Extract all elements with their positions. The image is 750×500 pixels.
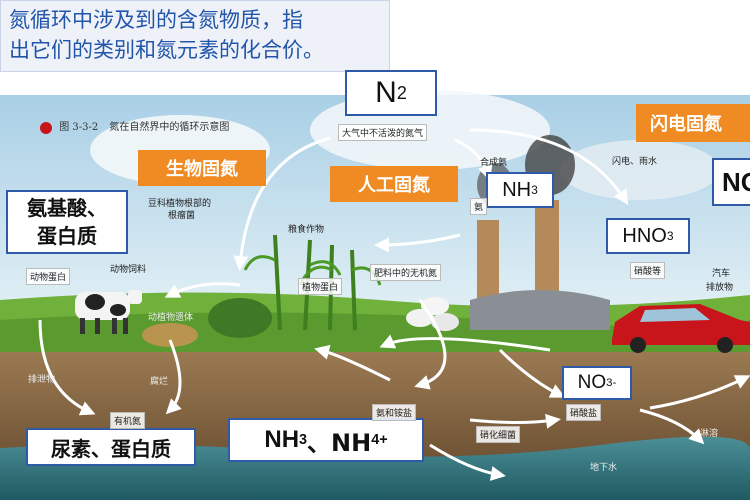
label-fertilizer-nitrogen: 肥料中的无机氮 bbox=[370, 264, 442, 281]
haystack bbox=[142, 323, 198, 347]
question-title-box: 氮循环中涉及到的含氮物质，指 出它们的类别和氮元素的化合价。 bbox=[0, 0, 390, 72]
question-title-line-2: 出它们的类别和氮元素的化合价。 bbox=[9, 38, 324, 62]
grass-highlight bbox=[0, 312, 750, 355]
label-car-exhaust-2: 排放物 bbox=[706, 283, 734, 293]
amino-acid-line-1: 氨基酸、 bbox=[27, 196, 107, 220]
label-nitrate-salts: 硝酸盐 bbox=[566, 404, 602, 421]
label-decay: 腐烂 bbox=[150, 377, 169, 387]
hno3-subscript: 3 bbox=[666, 229, 674, 243]
artificial-fixation-label: 人工固氮 bbox=[330, 166, 458, 202]
nh3-subscript: 3 bbox=[531, 183, 538, 197]
label-leaching: 淋溶 bbox=[700, 429, 719, 439]
urea-protein-text: 尿素、蛋白质 bbox=[51, 436, 171, 461]
factory-building bbox=[470, 290, 610, 330]
label-plant-protein: 植物蛋白 bbox=[298, 278, 343, 295]
biological-fixation-label: 生物固氮 bbox=[138, 150, 266, 186]
label-animal-feed: 动物饲料 bbox=[110, 265, 147, 275]
no-symbol: NO bbox=[722, 166, 750, 197]
no-box-cut: NO bbox=[712, 158, 750, 206]
cycle-arrows bbox=[38, 128, 750, 481]
cloud bbox=[560, 140, 720, 200]
chimney-left bbox=[477, 220, 499, 315]
nh4-charge: + bbox=[379, 432, 388, 448]
label-car-exhaust-1: 汽车 bbox=[712, 269, 731, 279]
amino-acid-box: 氨基酸、 蛋白质 bbox=[6, 190, 128, 254]
urea-protein-box: 尿素、蛋白质 bbox=[26, 428, 196, 466]
label-groundwater: 地下水 bbox=[590, 463, 618, 473]
label-organic-nitrogen: 有机氮 bbox=[110, 412, 146, 429]
label-lightning-rain: 闪电、雨水 bbox=[612, 157, 658, 167]
no3-charge: - bbox=[612, 377, 617, 389]
cow bbox=[75, 290, 142, 334]
label-remains: 动植物遗体 bbox=[148, 313, 194, 323]
no3-subscript: 3 bbox=[606, 377, 613, 389]
no3-symbol: NO bbox=[577, 372, 607, 393]
label-atmosphere: 大气中不活泼的氮气 bbox=[338, 124, 428, 141]
nh3-part: NH bbox=[264, 426, 300, 453]
lightning-fixation-label: 闪电固氮 bbox=[636, 104, 750, 142]
n2-subscript: 2 bbox=[396, 82, 407, 103]
nh3-part-subscript: 3 bbox=[299, 432, 308, 448]
label-nitrate-etc: 硝酸等 bbox=[630, 262, 666, 279]
label-animal-protein: 动物蛋白 bbox=[26, 268, 71, 285]
caption-figure-number: 图 3-3-2 bbox=[59, 122, 99, 133]
fertilizer-bag bbox=[406, 309, 434, 327]
n2-symbol: N bbox=[375, 76, 397, 109]
label-nitrifying-bacteria: 硝化细菌 bbox=[476, 426, 521, 443]
label-ammonia-small: 氨 bbox=[470, 198, 488, 215]
figure-caption: 图 3-3-2 氮在自然界中的循环示意图 bbox=[40, 118, 229, 134]
amino-acid-line-2: 蛋白质 bbox=[37, 224, 97, 248]
car bbox=[612, 304, 750, 353]
caption-marker-icon bbox=[40, 121, 52, 134]
nh3-symbol: NH bbox=[502, 178, 532, 201]
label-excreta: 排泄物 bbox=[28, 375, 56, 385]
label-ammonium-salts: 氨和铵盐 bbox=[372, 404, 417, 421]
hno3-symbol: HNO bbox=[622, 224, 667, 247]
label-crops: 粮食作物 bbox=[288, 225, 325, 235]
question-title-line-1: 氮循环中涉及到的含氮物质，指 bbox=[9, 8, 303, 32]
label-legume-2: 根瘤菌 bbox=[168, 211, 196, 221]
bush bbox=[208, 298, 272, 338]
nh4-part: 、NH bbox=[307, 428, 372, 457]
label-legume-1: 豆科植物根部的 bbox=[148, 199, 212, 209]
nh4-subscript: 4 bbox=[371, 432, 380, 448]
caption-text: 氮在自然界中的循环示意图 bbox=[109, 122, 230, 133]
label-synthetic-ammonia: 合成氨 bbox=[480, 158, 508, 168]
